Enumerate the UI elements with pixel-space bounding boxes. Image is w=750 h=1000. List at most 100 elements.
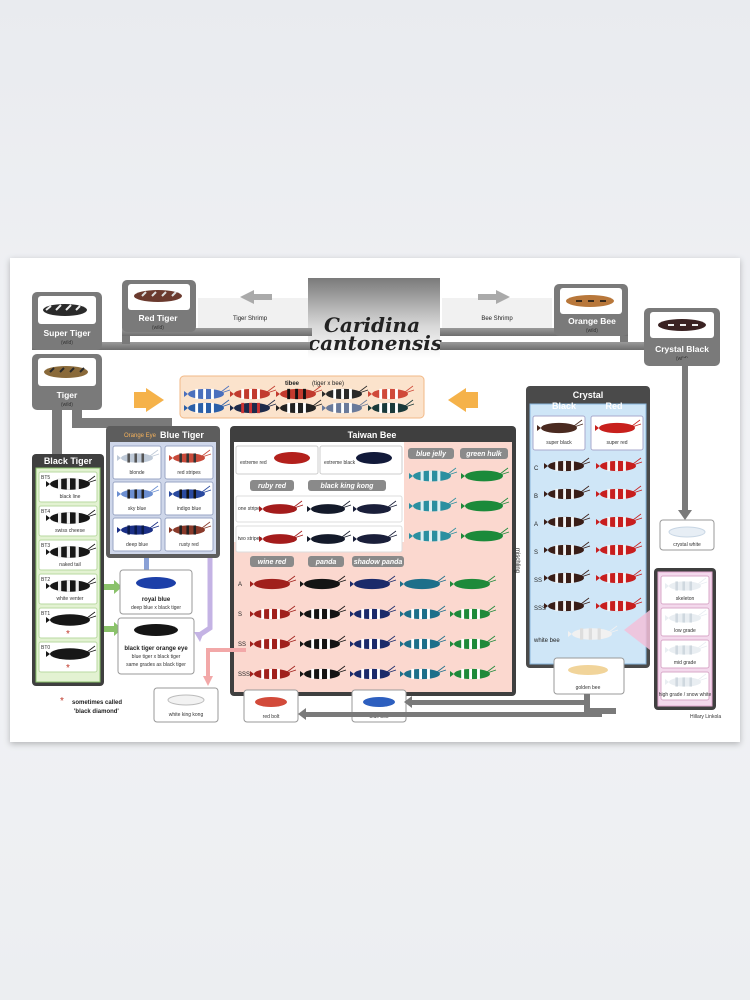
super-black-label: super black xyxy=(546,440,572,446)
wild-tag: (wild) xyxy=(586,328,598,334)
blue-tiger-label: red stripes xyxy=(177,470,201,476)
crystal-black-shrimp xyxy=(544,541,591,556)
btoe-name: black tiger orange eye xyxy=(124,646,188,652)
taiwan-grade: S xyxy=(238,612,242,618)
stripe-label: two stripes xyxy=(238,536,262,542)
red-bolt-card: red bolt xyxy=(243,689,299,723)
ruby-red-shrimp xyxy=(259,500,304,514)
bee-shrimp-arrow: Bee Shrimp xyxy=(442,290,552,328)
snow-shrimp xyxy=(665,673,708,687)
taiwan-grade-shrimp xyxy=(400,635,447,650)
crystal-red-shrimp xyxy=(596,513,643,528)
extreme-black-label: extreme black xyxy=(324,460,356,466)
green-hulk-shrimp xyxy=(461,467,510,482)
crystal-grade: A xyxy=(534,522,538,528)
super-red-shrimp xyxy=(595,419,642,434)
wild-link-bar-right xyxy=(440,342,720,350)
blue-tiger-prefix: Orange Eye xyxy=(124,433,157,439)
tibee-shrimp xyxy=(184,385,231,400)
crystal-red-shrimp xyxy=(596,569,643,584)
black-tiger-label: swiss cheese xyxy=(55,528,85,534)
black-tiger-shrimp xyxy=(46,543,97,558)
tibee-sub: (tiger x bee) xyxy=(312,381,344,387)
blue-bolt-card: blue bolt xyxy=(351,689,407,723)
snow-label: skeleton xyxy=(676,596,695,602)
svg-text:tibee: tibee xyxy=(285,381,300,387)
black-tiger-grade: BT0 xyxy=(41,645,50,651)
asterisk-icon: * xyxy=(60,696,64,707)
btoe-card: black tiger orange eye blue tiger x blac… xyxy=(117,617,195,675)
tiger-name: Tiger xyxy=(57,390,78,400)
stripe-label: one stripe xyxy=(238,506,260,512)
ruby-red-shrimp xyxy=(259,530,304,544)
crystal-grade: C xyxy=(534,466,539,472)
extreme-black-card: extreme black xyxy=(319,445,403,475)
wild-tag: (wild) xyxy=(61,402,73,408)
snow-shrimp xyxy=(665,609,708,623)
black-tiger-grade: BT5 xyxy=(41,475,50,481)
taiwan-bee-title: Taiwan Bee xyxy=(348,430,397,440)
taiwan-grade-shrimp xyxy=(400,575,447,590)
tibee-shrimp xyxy=(230,399,277,414)
taiwan-grade-shrimp xyxy=(300,605,347,620)
wild-link-bar-left xyxy=(32,342,310,350)
tibee-shrimp xyxy=(230,385,277,400)
black-king-kong-shrimp xyxy=(353,500,398,514)
blue-tiger-label: blonde xyxy=(129,470,144,476)
snow-label: high grade / snow white xyxy=(659,692,712,698)
asterisk-icon: * xyxy=(66,629,70,640)
blue-jelly-shrimp xyxy=(409,497,458,512)
snow-label: low grade xyxy=(674,628,696,634)
blue-tiger-shrimp xyxy=(169,521,212,535)
black-king-kong-shrimp xyxy=(353,530,398,544)
btoe-sub1: blue tiger x black tiger xyxy=(132,654,181,660)
blue-tiger-shrimp xyxy=(117,449,160,463)
crystal-title: Crystal xyxy=(573,390,604,400)
blue-tiger-shrimp xyxy=(117,521,160,535)
taiwan-grade-shrimp xyxy=(300,635,347,650)
shrimp-chart-poster: Caridina cantonensis Tiger Shrimp Bee Sh… xyxy=(10,258,740,742)
title-line2: cantonensis xyxy=(308,331,442,355)
blue-tiger-label: sky blue xyxy=(128,506,147,512)
tibee-shrimp xyxy=(322,399,369,414)
red-tiger-name: Red Tiger xyxy=(138,313,178,323)
black-tiger-shrimp xyxy=(46,475,97,490)
tiger-shrimp-arrow: Tiger Shrimp xyxy=(198,290,308,328)
black-tiger-grade: BT4 xyxy=(41,509,50,515)
taiwan-grade-shrimp xyxy=(350,605,397,620)
black-tiger-grade: BT3 xyxy=(41,543,50,549)
crystal-black-wild-card: Crystal Black (wild) xyxy=(644,308,720,366)
snow-shrimp xyxy=(665,641,708,655)
taiwan-grade-shrimp xyxy=(250,635,297,650)
taiwan-grade-shrimp xyxy=(250,605,297,620)
crystal-black-shrimp xyxy=(544,569,591,584)
taiwan-grade-shrimp xyxy=(400,605,447,620)
orange-bee-card: Orange Bee (wild) xyxy=(554,284,628,336)
taiwan-grade-shrimp xyxy=(450,575,497,590)
taiwan-grade-shrimp xyxy=(350,575,397,590)
taiwan-grade-shrimp xyxy=(450,605,497,620)
crystal-red-shrimp xyxy=(596,541,643,556)
extreme-red-card: extreme red xyxy=(235,445,319,475)
crystal-black-shrimp xyxy=(544,513,591,528)
super-tiger-card: Super Tiger (wild) xyxy=(32,292,102,350)
blue-jelly-shrimp xyxy=(409,467,458,482)
crystal-grade: S xyxy=(534,550,538,556)
black-tiger-label: black line xyxy=(60,494,81,500)
taiwan-grade: A xyxy=(238,582,242,588)
red-tiger-card: Red Tiger (wild) xyxy=(122,280,196,332)
black-tiger-grade: BT2 xyxy=(41,577,50,583)
pill-ruby-red-label: ruby red xyxy=(258,483,287,490)
crystal-black-wild-name: Crystal Black xyxy=(655,344,709,354)
crystal-red-shrimp xyxy=(596,457,643,472)
asterisk-icon: * xyxy=(66,663,70,674)
white-bee-label: white bee xyxy=(533,638,560,644)
pill-shadow-panda xyxy=(352,556,404,567)
golden-bee-card: golden bee xyxy=(553,657,625,695)
pill-wine-red xyxy=(250,556,294,567)
black-tiger-shrimp xyxy=(46,645,97,660)
blue-tiger-label: deep blue xyxy=(126,542,148,548)
pill-blue-jelly xyxy=(408,448,454,459)
taiwan-grade: SSS xyxy=(238,672,250,678)
bee-shrimp-label: Bee Shrimp xyxy=(481,316,513,322)
